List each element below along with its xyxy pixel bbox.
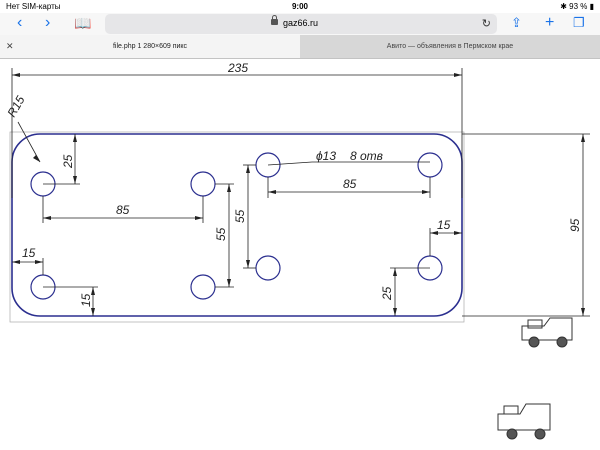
carrier-label: Нет SIM-карты [6,2,61,11]
forward-icon[interactable]: › [45,14,51,31]
dim-left-15: 15 [22,246,36,260]
dim-left-top-25: 25 [61,154,75,169]
close-icon[interactable]: ✕ [6,41,14,51]
url-text: gaz66.ru [283,18,319,28]
hole [255,255,281,281]
lock-icon [271,15,278,25]
dim-right-85: 85 [343,177,357,191]
dim-mid-55-b: 55 [233,209,247,223]
dim-right-15: 15 [437,218,451,232]
bookmarks-icon[interactable]: 📖 [74,15,92,31]
dim-hole-diameter: ϕ13 [316,149,336,163]
tab-title: file.php 1 280×609 пикс [112,43,188,50]
reload-icon[interactable]: ↻ [481,18,491,30]
hole [417,152,443,178]
browser-toolbar: ‹ › 📖 gaz66.ru ↻ ⇪ + ❐ [0,13,600,35]
sheet-frame [9,131,465,323]
hole [190,171,216,197]
tab-title: Авито — объявления в Пермском крае [386,43,514,50]
battery-label: ✱ 93 % ▮ [560,2,594,11]
address-bar[interactable]: gaz66.ru ↻ [105,14,497,34]
technical-drawing: 235 R15 ϕ13 8 отв 25 85 85 55 55 15 15 1… [4,61,590,440]
tabs-icon[interactable]: ❐ [573,15,585,30]
tab-bar: ✕ file.php 1 280×609 пикс Авито — объявл… [0,35,600,59]
truck-icon [497,403,551,440]
hole [190,274,216,300]
battery-icon: ▮ [589,2,594,11]
dim-height-95: 95 [568,218,582,232]
plate-outline [11,133,463,317]
dim-overall-width: 235 [227,61,248,75]
dim-bottom-15: 15 [79,293,93,307]
dim-hole-count: 8 отв [350,149,383,163]
status-bar: Нет SIM-карты 9:00 ✱ 93 % ▮ [0,0,600,13]
bluetooth-icon: ✱ [560,2,567,11]
dim-radius: R15 [4,93,27,119]
dim-left-85: 85 [116,203,130,217]
dim-mid-55-a: 55 [214,227,228,241]
share-icon[interactable]: ⇪ [511,15,522,30]
tab-avito[interactable]: Авито — объявления в Пермском крае [300,35,600,58]
truck-icon [521,317,573,348]
back-icon[interactable]: ‹ [17,14,23,31]
new-tab-icon[interactable]: + [545,14,555,31]
tab-file-php[interactable]: ✕ file.php 1 280×609 пикс [0,35,300,58]
clock: 9:00 [291,2,308,11]
dim-right-25: 25 [380,286,394,301]
